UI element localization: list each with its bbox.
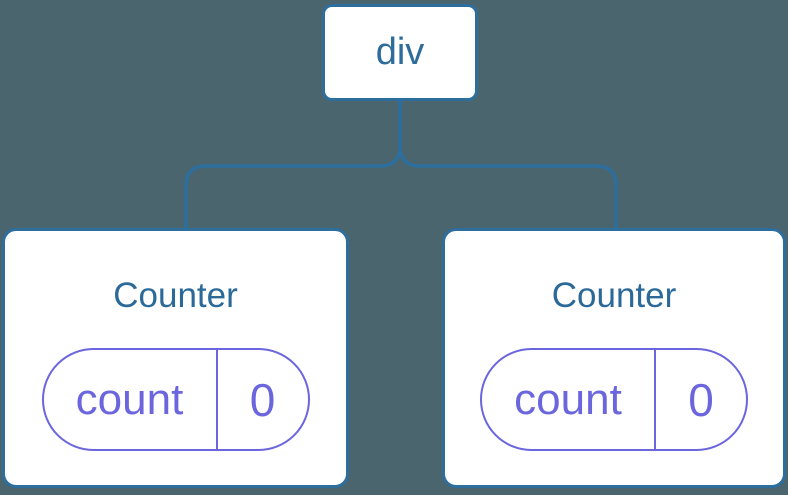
root-node-label: div — [375, 31, 425, 73]
counter-title: Counter — [113, 276, 238, 315]
root-node-div: div — [322, 4, 478, 101]
state-key-label: count — [482, 350, 656, 449]
state-value: 0 — [249, 373, 276, 426]
connector-left-branch — [184, 99, 402, 229]
state-pill: count 0 — [480, 348, 748, 451]
state-key-label: count — [44, 350, 218, 449]
state-pill: count 0 — [41, 348, 310, 451]
counter-title: Counter — [551, 276, 677, 315]
counter-node-left: Counter count 0 — [2, 228, 349, 488]
counter-node-right: Counter count 0 — [442, 228, 786, 488]
connector-right-branch — [398, 99, 618, 229]
state-value: 0 — [688, 373, 714, 426]
